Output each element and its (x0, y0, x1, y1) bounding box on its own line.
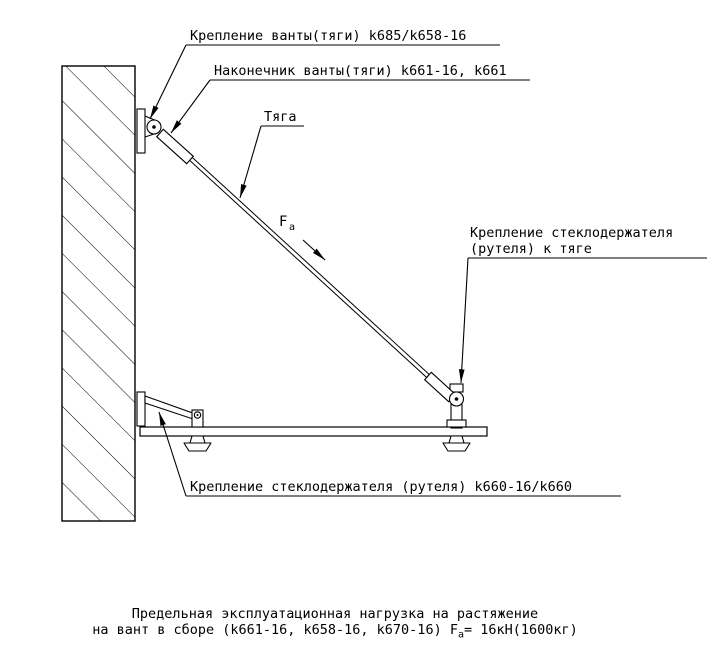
fitting-base-plate (446, 419, 467, 428)
mount-wall-plate (136, 108, 146, 154)
glass-holder-stem (189, 435, 206, 444)
glass-holder-disc (183, 442, 212, 452)
label-rod: Тяга (264, 109, 297, 125)
glass-holder-right (442, 435, 471, 452)
label-force-subscript: a (289, 222, 295, 233)
leader-vanta-tip (170, 79, 211, 134)
pin-center-dot (152, 125, 156, 129)
glazing-profile-bar (139, 426, 488, 437)
caption-line1: Предельная эксплуатационная нагрузка на … (131, 606, 539, 622)
force-direction-arrow (302, 239, 326, 261)
bolt-center-dot (196, 414, 199, 416)
rutel-wall-bracket (136, 391, 204, 428)
label-vanta-tip: Наконечник ванты(тяги) k661-16, k661 (214, 63, 507, 79)
label-rutel-to-rod-line2: (рутеля) к тяге (470, 241, 592, 257)
label-force-symbol: F (279, 214, 287, 230)
annotation-leaders (149, 44, 707, 497)
leader-rutel-mount (158, 411, 187, 497)
wall-hatched-area (61, 65, 136, 522)
caption-line2: на вант в сборе (k661-16, k658-16, k670-… (92, 622, 578, 641)
rod-end-terminal-top (155, 128, 195, 165)
vanta-wall-mount (136, 108, 195, 165)
load-rating-caption: Предельная эксплуатационная нагрузка на … (20, 606, 650, 644)
rod-end-terminal-bottom (423, 371, 457, 403)
glass-holder-disc (442, 442, 471, 452)
pin-center-dot (454, 397, 459, 401)
leader-vanta-mount (149, 44, 187, 120)
bracket-wall-plate (136, 391, 146, 427)
glass-holder-left (183, 435, 212, 452)
label-rutel-to-rod-line1: Крепление стеклодержателя (470, 225, 673, 241)
rod-to-rutel-fitting (423, 371, 467, 429)
label-rutel-mount: Крепление стеклодержателя (рутеля) k660-… (190, 479, 572, 495)
glass-holder-stem (448, 435, 465, 444)
label-vanta-mount: Крепление ванты(тяги) k685/k658-16 (190, 28, 466, 44)
wall-section (61, 65, 136, 522)
tie-rod (188, 155, 430, 379)
leader-rutel-to-rod (458, 257, 469, 384)
leader-rod (239, 125, 262, 199)
